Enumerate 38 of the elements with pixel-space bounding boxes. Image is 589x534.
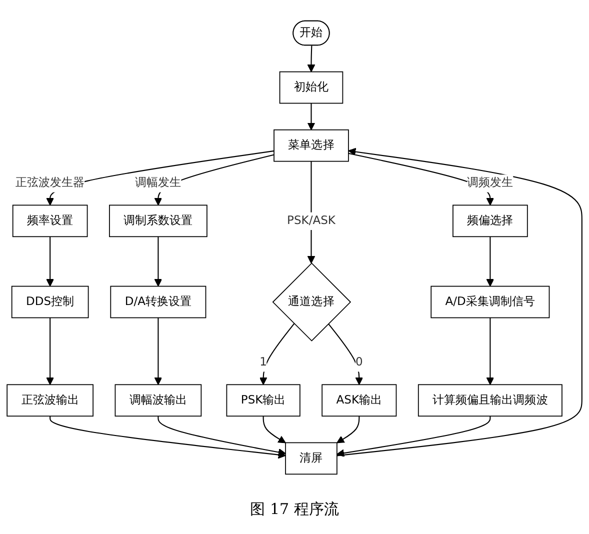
- arrow: [486, 236, 494, 287]
- node-box: 调幅波输出: [114, 384, 202, 417]
- node-box: D/A转换设置: [110, 286, 206, 318]
- node-box: A/D采集调制信号: [430, 286, 550, 318]
- arrow: [154, 318, 162, 385]
- arrow: [336, 148, 582, 456]
- edge-label: 0: [355, 356, 363, 370]
- arrow: [336, 416, 360, 444]
- node-box: 清屏: [285, 442, 338, 475]
- node-box: 频率设置: [12, 204, 88, 238]
- arrow: [307, 46, 316, 72]
- arrow: [328, 323, 364, 385]
- node-box: DDS控制: [11, 286, 89, 318]
- node-box: 调制系数设置: [109, 204, 208, 238]
- node-box: ASK输出: [322, 384, 397, 417]
- node-box: 计算频偏且输出调频波: [418, 384, 562, 417]
- arrow: [336, 416, 491, 457]
- node-diamond: 通道选择: [272, 262, 352, 342]
- edge-label: PSK/ASK: [287, 214, 336, 228]
- edge-label: 调频发生: [467, 176, 514, 190]
- arrow: [259, 323, 295, 385]
- edge-label: 调幅发生: [135, 176, 182, 190]
- node-box: 频偏选择: [452, 204, 528, 238]
- arrow: [50, 416, 286, 459]
- node-box: PSK输出: [226, 384, 300, 417]
- arrow: [154, 236, 162, 287]
- figure-caption: 图 17 程序流: [249, 500, 340, 519]
- arrow: [262, 416, 286, 444]
- edge-label: 1: [260, 356, 267, 370]
- arrow: [307, 103, 316, 130]
- arrow: [46, 318, 54, 385]
- node-box: 菜单选择: [274, 129, 349, 162]
- arrow: [158, 416, 286, 456]
- node-box: 正弦波输出: [6, 384, 94, 417]
- arrow: [486, 318, 494, 385]
- arrow: [46, 236, 54, 287]
- node-box: 初始化: [279, 71, 344, 104]
- edge-label: 正弦波发生器: [16, 176, 85, 190]
